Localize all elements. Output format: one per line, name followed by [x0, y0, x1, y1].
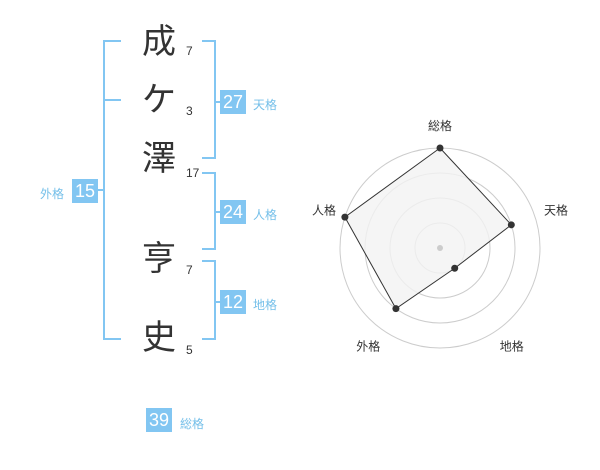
radar-axis-label-2: 天格: [544, 202, 568, 217]
radar-center-point: [437, 245, 443, 251]
name-char-5: 史: [142, 318, 176, 358]
gaikaku-label: 外格: [40, 187, 65, 201]
name-char-4: 亨: [142, 239, 176, 279]
jinkaku-bracket-connector: [214, 211, 222, 213]
chikaku-label: 地格: [253, 298, 278, 312]
radar-axis-label-4: 外格: [356, 339, 380, 354]
chikaku-value-badge: 12: [220, 290, 247, 314]
name-char-2: ケ: [142, 80, 176, 120]
tenkaku-label: 天格: [253, 98, 278, 112]
gaikaku-value-badge: 15: [72, 179, 99, 203]
tenkaku-bracket-connector: [214, 101, 222, 103]
stroke-count-1: 7: [186, 44, 193, 58]
radar-axis-label-3: 地格: [500, 339, 524, 354]
soukaku-value-badge: 39: [146, 408, 173, 432]
radar-point-2: [507, 221, 515, 229]
name-char-1: 成: [142, 22, 176, 62]
tenkaku-value-badge: 27: [220, 90, 247, 114]
tenkaku-bracket: [202, 40, 216, 159]
stroke-count-4: 7: [186, 263, 193, 277]
gaikaku-bracket-tick: [103, 99, 121, 101]
gaikaku-bracket: [103, 40, 121, 340]
jinkaku-value-badge: 24: [220, 200, 247, 224]
radar-axis-label-1: 総格: [428, 118, 452, 133]
soukaku-label: 総格: [180, 417, 205, 431]
radar-series-polygon: [344, 147, 513, 310]
stroke-count-5: 5: [186, 343, 193, 357]
radar-point-5: [341, 213, 349, 221]
chikaku-bracket: [202, 260, 216, 340]
gaikaku-bracket-connector: [98, 189, 105, 191]
stroke-count-2: 3: [186, 104, 193, 118]
stroke-count-3: 17: [186, 166, 200, 180]
radar-point-1: [436, 144, 444, 152]
radar-point-4: [392, 305, 400, 313]
radar-point-3: [451, 264, 459, 272]
radar-axis-label-5: 人格: [312, 202, 336, 217]
jinkaku-label: 人格: [253, 208, 278, 222]
chikaku-bracket-connector: [214, 301, 222, 303]
name-char-3: 澤: [142, 139, 176, 179]
